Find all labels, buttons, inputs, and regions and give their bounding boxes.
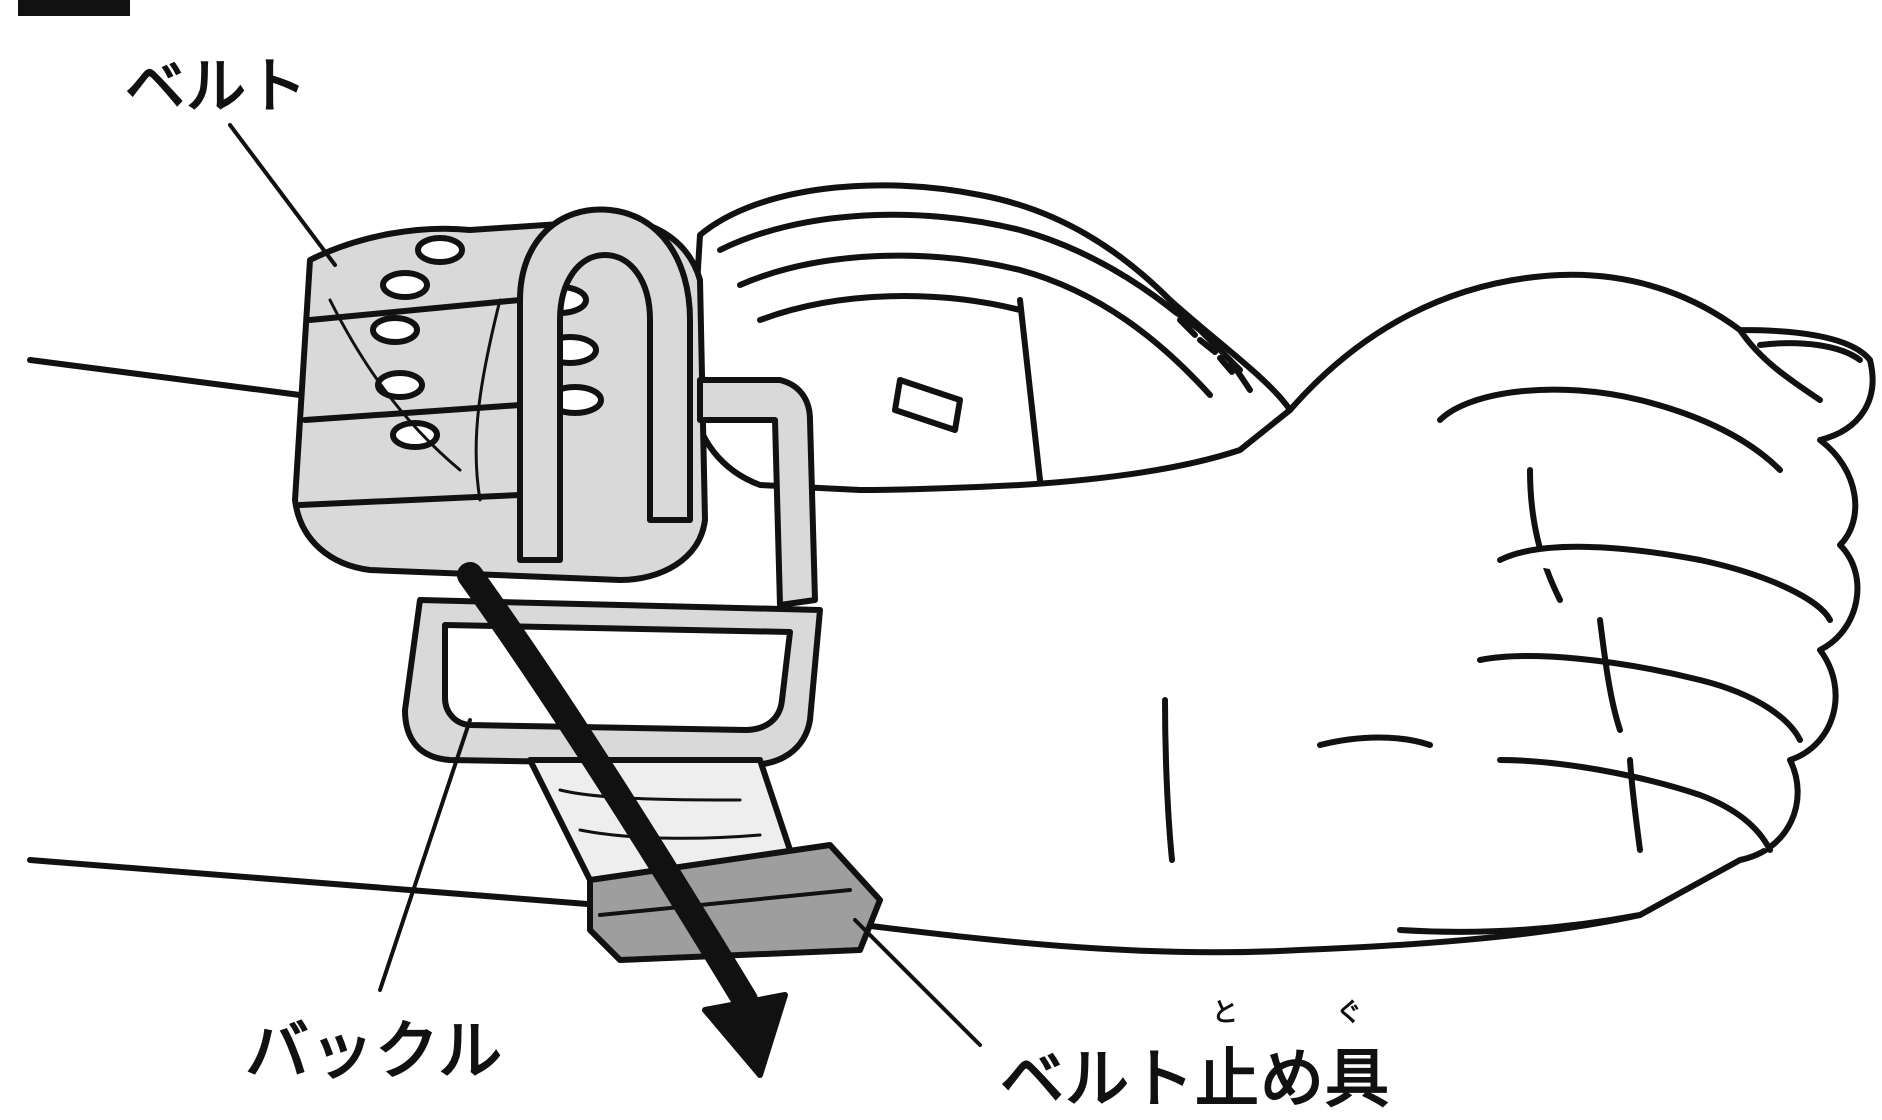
belt-stopper-label: ベルト止め具 — [1000, 1028, 1390, 1120]
buckle-label: バックル — [245, 1000, 503, 1092]
furigana-gu: ぐ — [1336, 992, 1362, 1029]
buckle-leader-line — [380, 720, 470, 990]
hand — [1165, 275, 1873, 932]
belt-leader-line — [230, 125, 335, 265]
belt-label: ベルト — [125, 38, 308, 125]
furigana-to: と — [1212, 992, 1238, 1029]
